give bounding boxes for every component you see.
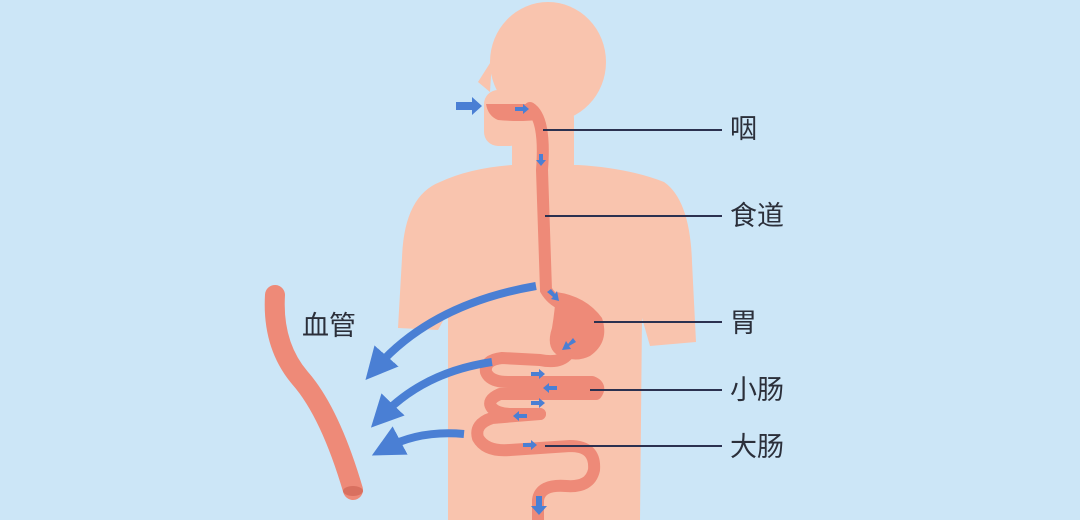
blood-vessel [264, 285, 363, 500]
flow-arrow-exit [531, 496, 547, 515]
small-intestine [479, 348, 605, 420]
intake-arrow [456, 97, 482, 115]
large-intestine [471, 408, 601, 520]
label-large-intestine: 大肠 [730, 432, 784, 463]
flow-arrow-small-1 [531, 369, 545, 379]
absorption-arrow-small-intestine [370, 358, 493, 428]
flow-arrow-small-3 [531, 398, 545, 408]
flow-arrow-small-2 [543, 383, 557, 393]
stomach [549, 292, 605, 360]
label-stomach: 胃 [730, 308, 757, 339]
absorption-arrows [365, 282, 537, 456]
absorption-arrow-stomach [365, 282, 537, 381]
flow-arrow-small-4 [513, 411, 527, 421]
food-flow-arrows [456, 97, 576, 515]
label-pharynx: 咽 [730, 114, 757, 145]
flow-arrow-esophagus [536, 154, 546, 166]
leader-lines [543, 129, 722, 447]
label-small-intestine: 小肠 [730, 375, 784, 406]
flow-arrow-large [523, 440, 537, 450]
flow-arrow-stomach-exit [562, 338, 576, 350]
absorption-arrow-large-intestine [371, 426, 465, 456]
flow-arrow-mouth [515, 104, 529, 114]
digestive-tract [471, 102, 605, 520]
flow-arrow-stomach-entry [547, 289, 559, 301]
label-esophagus: 食道 [730, 201, 784, 232]
label-blood-vessel: 血管 [302, 311, 356, 342]
